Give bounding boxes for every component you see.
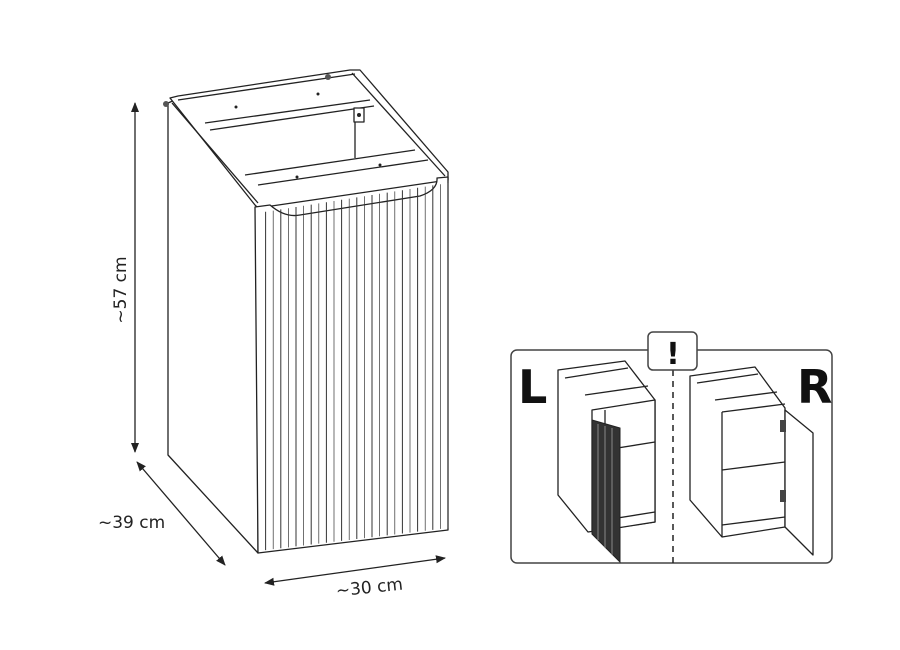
left-hinged-cabinet [557,360,656,564]
main-cabinet [163,69,449,554]
warning-icon: ! [666,337,680,372]
dimension-width: ~30 cm [264,555,446,602]
cabinet-door [254,176,449,554]
left-open-door [591,419,621,564]
dimension-height: ~57 cm [111,102,139,453]
left-hinge-label: L [518,360,547,414]
right-hinge-label: R [797,360,832,414]
right-open-door [784,409,814,556]
cabinet-top-frame [169,69,449,209]
warning-badge [647,331,698,371]
height-label: ~57 cm [111,256,131,323]
width-label: ~30 cm [335,575,404,602]
depth-label: ~39 cm [98,513,165,533]
door-orientation-inset: ! L R [510,331,833,564]
right-hinged-cabinet [689,366,814,556]
dimension-depth: ~39 cm [98,461,226,566]
door-flutes [265,183,449,551]
